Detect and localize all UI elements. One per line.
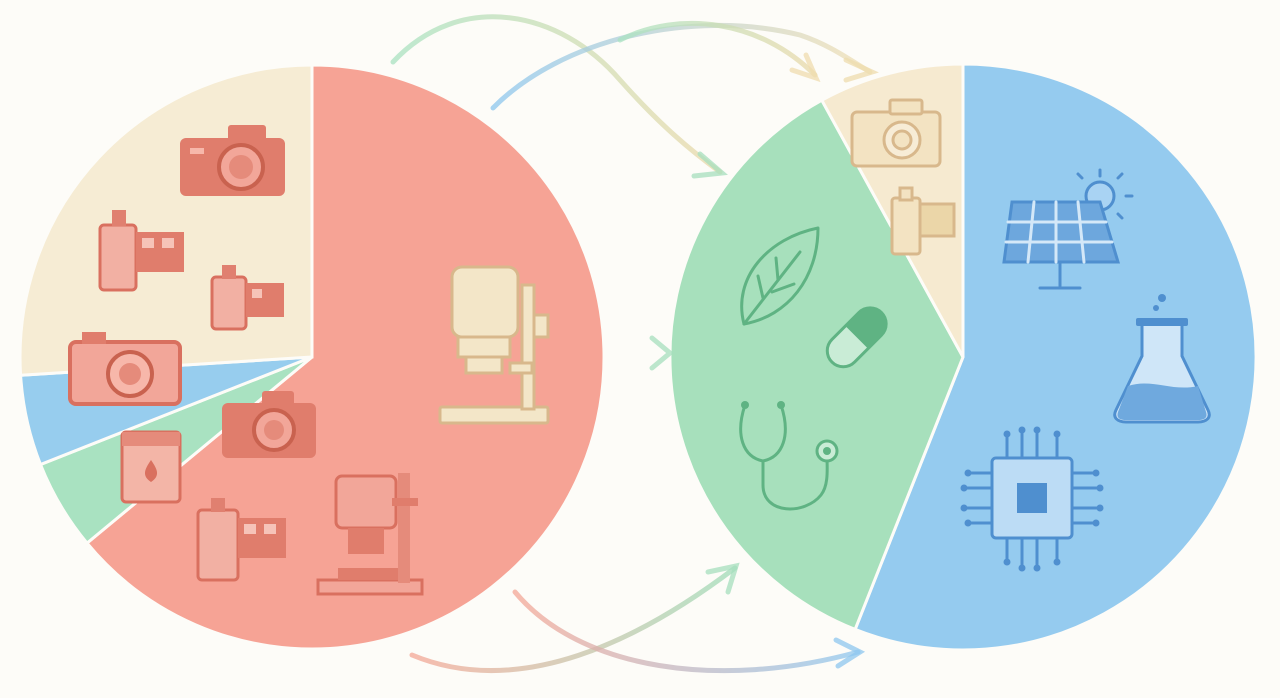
green-flow-arrow xyxy=(390,14,728,179)
blue-flow-arrow xyxy=(490,23,879,111)
pie-slice-healthcare-nature xyxy=(668,98,965,632)
camera-icon xyxy=(68,332,182,406)
pie-slice-imaging-equipment xyxy=(18,63,314,377)
right-pie-health-icons xyxy=(739,226,888,511)
center-flow-arrow xyxy=(604,335,674,371)
microscope-icon xyxy=(438,265,550,425)
stethoscope-icon xyxy=(739,401,839,511)
red-to-blue-flow-arrow xyxy=(512,589,866,674)
right-pie-chart xyxy=(668,62,1258,652)
tan-flow-arrow xyxy=(617,20,821,83)
camera-icon xyxy=(180,125,285,196)
film-canister-icon xyxy=(890,186,956,256)
solar-panel-icon xyxy=(1002,168,1134,290)
microchip-icon xyxy=(960,426,1104,572)
left-pie-icons xyxy=(68,125,424,596)
right-pie-photo-icons xyxy=(850,98,956,256)
camera-icon xyxy=(850,98,942,168)
film-canister-icon xyxy=(196,498,286,582)
right-pie-tech-icons xyxy=(960,168,1211,572)
film-canister-icon xyxy=(98,210,184,292)
pill-icon xyxy=(825,306,888,369)
microscope-icon xyxy=(316,473,424,596)
pie-slice-technology-energy xyxy=(853,62,1258,652)
flask-icon xyxy=(1113,294,1211,424)
red-to-green-flow-arrow xyxy=(409,562,740,674)
film-canister-icon xyxy=(210,265,284,331)
flow-arrows xyxy=(390,14,879,674)
ink-cartridge-icon xyxy=(120,430,182,504)
leaf-icon xyxy=(740,226,820,326)
camera-icon xyxy=(222,391,316,458)
